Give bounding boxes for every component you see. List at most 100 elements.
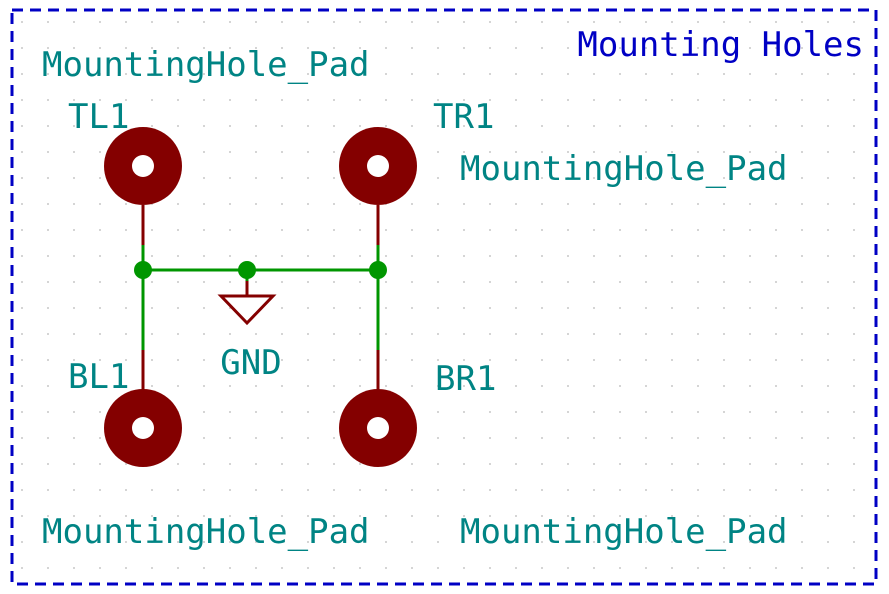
grid-dot [853, 515, 855, 517]
grid-dot [281, 489, 283, 491]
grid-dot [125, 125, 127, 127]
grid-dot [229, 177, 231, 179]
grid-dot [281, 359, 283, 361]
mounting-hole-tl1 [104, 127, 182, 205]
grid-dot [255, 541, 257, 543]
grid-dot [21, 125, 23, 127]
grid-dot [203, 515, 205, 517]
grid-dot [697, 385, 699, 387]
grid-dot [541, 177, 543, 179]
mounting-hole-bl1 [104, 389, 182, 467]
value-bl1: MountingHole_Pad [42, 512, 370, 552]
grid-dot [749, 255, 751, 257]
grid-dot [281, 333, 283, 335]
grid-dot [567, 151, 569, 153]
grid-dot [567, 21, 569, 23]
grid-dot [853, 281, 855, 283]
grid-dot [307, 255, 309, 257]
grid-dot [853, 333, 855, 335]
grid-dot [463, 255, 465, 257]
grid-dot [255, 411, 257, 413]
grid-dot [489, 489, 491, 491]
grid-dot [593, 463, 595, 465]
grid-dot [619, 229, 621, 231]
grid-dot [281, 437, 283, 439]
grid-dot [515, 359, 517, 361]
grid-dot [645, 229, 647, 231]
grid-dot [723, 333, 725, 335]
grid-dot [255, 125, 257, 127]
grid-dot [827, 229, 829, 231]
grid-dot [203, 151, 205, 153]
grid-dot [671, 281, 673, 283]
grid-dot [229, 151, 231, 153]
grid-dot [125, 73, 127, 75]
grid-dot [229, 489, 231, 491]
grid-dot [671, 385, 673, 387]
grid-dot [645, 333, 647, 335]
grid-dot [567, 73, 569, 75]
grid-dot [307, 151, 309, 153]
grid-dot [203, 411, 205, 413]
grid-dot [203, 541, 205, 543]
grid-dot [47, 281, 49, 283]
grid-dot [151, 541, 153, 543]
grid-dot [853, 99, 855, 101]
grid-dot [801, 567, 803, 569]
grid-dot [125, 385, 127, 387]
grid-dot [203, 177, 205, 179]
grid-dot [411, 307, 413, 309]
grid-dot [73, 281, 75, 283]
grid-dot [749, 437, 751, 439]
grid-dot [775, 489, 777, 491]
grid-dot [541, 463, 543, 465]
grid-dot [203, 307, 205, 309]
grid-dot [463, 281, 465, 283]
grid-dot [151, 21, 153, 23]
grid-dot [775, 73, 777, 75]
grid-dot [749, 73, 751, 75]
grid-dot [203, 203, 205, 205]
grid-dot [723, 385, 725, 387]
grid-dot [541, 359, 543, 361]
grid-dot [307, 411, 309, 413]
grid-dot [385, 307, 387, 309]
grid-dot [359, 73, 361, 75]
grid-dot [723, 47, 725, 49]
grid-dot [21, 229, 23, 231]
grid-dot [229, 385, 231, 387]
grid-dot [619, 385, 621, 387]
grid-dot [411, 541, 413, 543]
grid-dot [541, 437, 543, 439]
grid-dot [229, 333, 231, 335]
grid-dot [177, 99, 179, 101]
grid-dot [21, 541, 23, 543]
grid-dot [619, 307, 621, 309]
grid-dot [671, 203, 673, 205]
grid-dot [177, 541, 179, 543]
grid-dot [99, 489, 101, 491]
grid-dot [489, 385, 491, 387]
grid-dot [671, 21, 673, 23]
grid-dot [619, 437, 621, 439]
grid-dot [697, 567, 699, 569]
grid-dot [593, 489, 595, 491]
grid-dot [723, 151, 725, 153]
grid-dot [411, 203, 413, 205]
grid-dot [21, 177, 23, 179]
grid-dot [151, 567, 153, 569]
grid-dot [73, 385, 75, 387]
grid-dot [697, 307, 699, 309]
grid-dot [437, 333, 439, 335]
grid-dot [567, 177, 569, 179]
grid-dot [827, 99, 829, 101]
grid-dot [281, 307, 283, 309]
grid-dot [489, 203, 491, 205]
grid-dot [385, 21, 387, 23]
junctions [134, 261, 387, 279]
grid-dot [853, 567, 855, 569]
grid-dot [281, 541, 283, 543]
grid-dot [255, 437, 257, 439]
grid-dot [255, 177, 257, 179]
grid-dot [385, 385, 387, 387]
